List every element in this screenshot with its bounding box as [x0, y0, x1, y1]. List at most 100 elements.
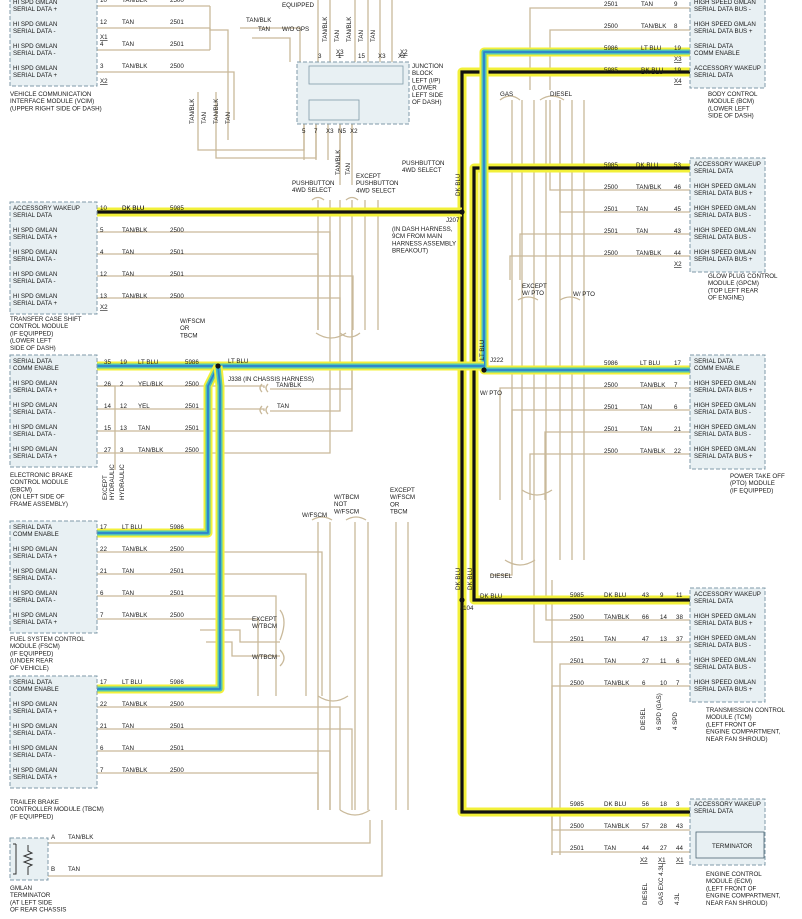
- lt-blu-fscm-branch: [97, 365, 219, 534]
- terminator-resistor-icon: [22, 845, 34, 875]
- ebcm-circuit-number: 2500: [185, 381, 199, 388]
- bcm-dk-blu-label: DK BLU: [641, 69, 663, 76]
- ebcm-pin-number: 27: [104, 447, 111, 454]
- vcim-circuit-number: 2501: [170, 19, 184, 26]
- gpcm-circuit-number: 2501: [604, 206, 618, 213]
- lt-blu-bcm-pto-loop: [483, 51, 690, 371]
- wire-layer: [48, 0, 690, 877]
- tcsm-circuit-number: 5985: [170, 205, 184, 212]
- ecm-cavity-1: 18: [660, 801, 667, 808]
- tcsm-gmlan-wire-2: [97, 275, 354, 330]
- gpcm-circuit-number: 2501: [604, 228, 618, 235]
- tcsm-wire-color: TAN/BLK: [122, 293, 148, 300]
- ebcm-pin-number: 14: [104, 403, 111, 410]
- tbcm-circuit-number: 2500: [170, 701, 184, 708]
- gpcm-circuit-number: 5985: [604, 162, 618, 169]
- fscm-wire-color: TAN/BLK: [122, 546, 148, 553]
- gpcm-gmlan-wire-2: [519, 233, 690, 280]
- vcim-wire-riser-a: [209, 6, 229, 85]
- tbcm-wire-color: TAN: [122, 723, 134, 730]
- bcm-pin-number: 19: [674, 45, 681, 52]
- junction-left-vertical-label: TAN: [201, 112, 208, 124]
- tbcm-circuit-number: 2501: [170, 723, 184, 730]
- tcm-pin-number: 27: [642, 658, 649, 665]
- gpcm-wire-color: TAN: [636, 228, 648, 235]
- tbcm-circuit-number: 2501: [170, 745, 184, 752]
- tcm-circuit-number: 5985: [570, 592, 584, 599]
- ecm-pin-number: 44: [642, 845, 649, 852]
- tcsm-circuit-number: 2500: [170, 293, 184, 300]
- terminator-wire-a: TAN/BLK: [68, 834, 94, 841]
- bcm-gmlan-wire-1: [549, 29, 690, 90]
- tcm-wire-color: TAN/BLK: [604, 680, 630, 687]
- fscm-wire-1: [97, 573, 307, 696]
- ecm-connector-label: X1: [676, 857, 684, 864]
- tcm-pin-number: 6: [642, 680, 646, 687]
- top-gps-wire: [240, 27, 301, 62]
- bcm-wire-color: TAN/BLK: [641, 23, 667, 30]
- mid-wfscm-label: W/FSCM: [302, 512, 327, 519]
- dk-blu-gpcm-tcm-loop: [472, 166, 690, 602]
- fscm-circuit-number: 2500: [170, 612, 184, 619]
- ecm-circuit-number: 2500: [570, 823, 584, 830]
- gpcm-wire-color: TAN: [636, 206, 648, 213]
- pto-circuit-number: 2501: [604, 426, 618, 433]
- ecm-terminator-box: [695, 831, 765, 859]
- junction-bottom-pin: N5: [338, 128, 346, 135]
- tbcm-circuit-number: 2500: [170, 767, 184, 774]
- pto-wire-color: LT BLU: [640, 360, 660, 367]
- j338-tan-wire: [270, 330, 341, 412]
- tcsm-wire-color: TAN: [122, 271, 134, 278]
- ecm-wire-tan: [551, 851, 690, 855]
- ecm-cavity-1: 28: [660, 823, 667, 830]
- fscm-circuit-number: 2501: [170, 590, 184, 597]
- ecm-wire-tan-blk: [551, 580, 690, 831]
- junction-right-vertical-label: TAN/BLK: [335, 149, 342, 175]
- ecm-connector-label: X2: [640, 857, 648, 864]
- ecm-wire-color: DK BLU: [604, 801, 626, 808]
- top-vertical-wire-label: TAN: [334, 30, 341, 42]
- tcsm-gmlan-wire-3: [97, 297, 341, 330]
- j338-lt-blu-label: LT BLU: [228, 358, 248, 365]
- ecm-wire-color: TAN: [604, 845, 616, 852]
- pto-wire-color: TAN: [640, 404, 652, 411]
- gpcm-wire-color: DK BLU: [636, 162, 658, 169]
- tcsm-dk-blu-label: DK BLU: [122, 205, 144, 212]
- ebcm-wire-color: LT BLU: [138, 359, 158, 366]
- tcm-cavity-1: 14: [660, 614, 667, 621]
- j207-splice-node: [459, 209, 465, 215]
- j222-wpto-label: W/ PTO: [480, 390, 502, 397]
- tbcm-pin-number: 22: [100, 701, 107, 708]
- ebcm-wire-color: TAN/BLK: [138, 447, 164, 454]
- bcm-pin-number: 19: [674, 67, 681, 74]
- tcm-circuit-number: 2500: [570, 680, 584, 687]
- tbcm-pin-number: 7: [100, 767, 104, 774]
- junction-bottom-pin: 5: [302, 128, 306, 135]
- top-gps-wire-b: [252, 37, 291, 62]
- j104-diesel-wire: [490, 560, 513, 576]
- top-vertical-wire-label: TAN/BLK: [346, 16, 353, 42]
- tcsm-pin-number: 5: [100, 227, 104, 234]
- tcsm-circuit-number: 2501: [170, 271, 184, 278]
- junction-top-pin: X3: [378, 53, 386, 60]
- gpcm-circuit-number: 2500: [604, 250, 618, 257]
- ebcm-hydraulic-label: HYDRAULIC: [119, 464, 126, 500]
- tcm-pin-number: 47: [642, 636, 649, 643]
- tcm-cavity-2: 7: [676, 680, 680, 687]
- bcm-connector-x3: X3: [674, 56, 682, 63]
- ebcm-pin-number-2: 13: [120, 425, 127, 432]
- bcm-circuit-number: 2500: [604, 23, 618, 30]
